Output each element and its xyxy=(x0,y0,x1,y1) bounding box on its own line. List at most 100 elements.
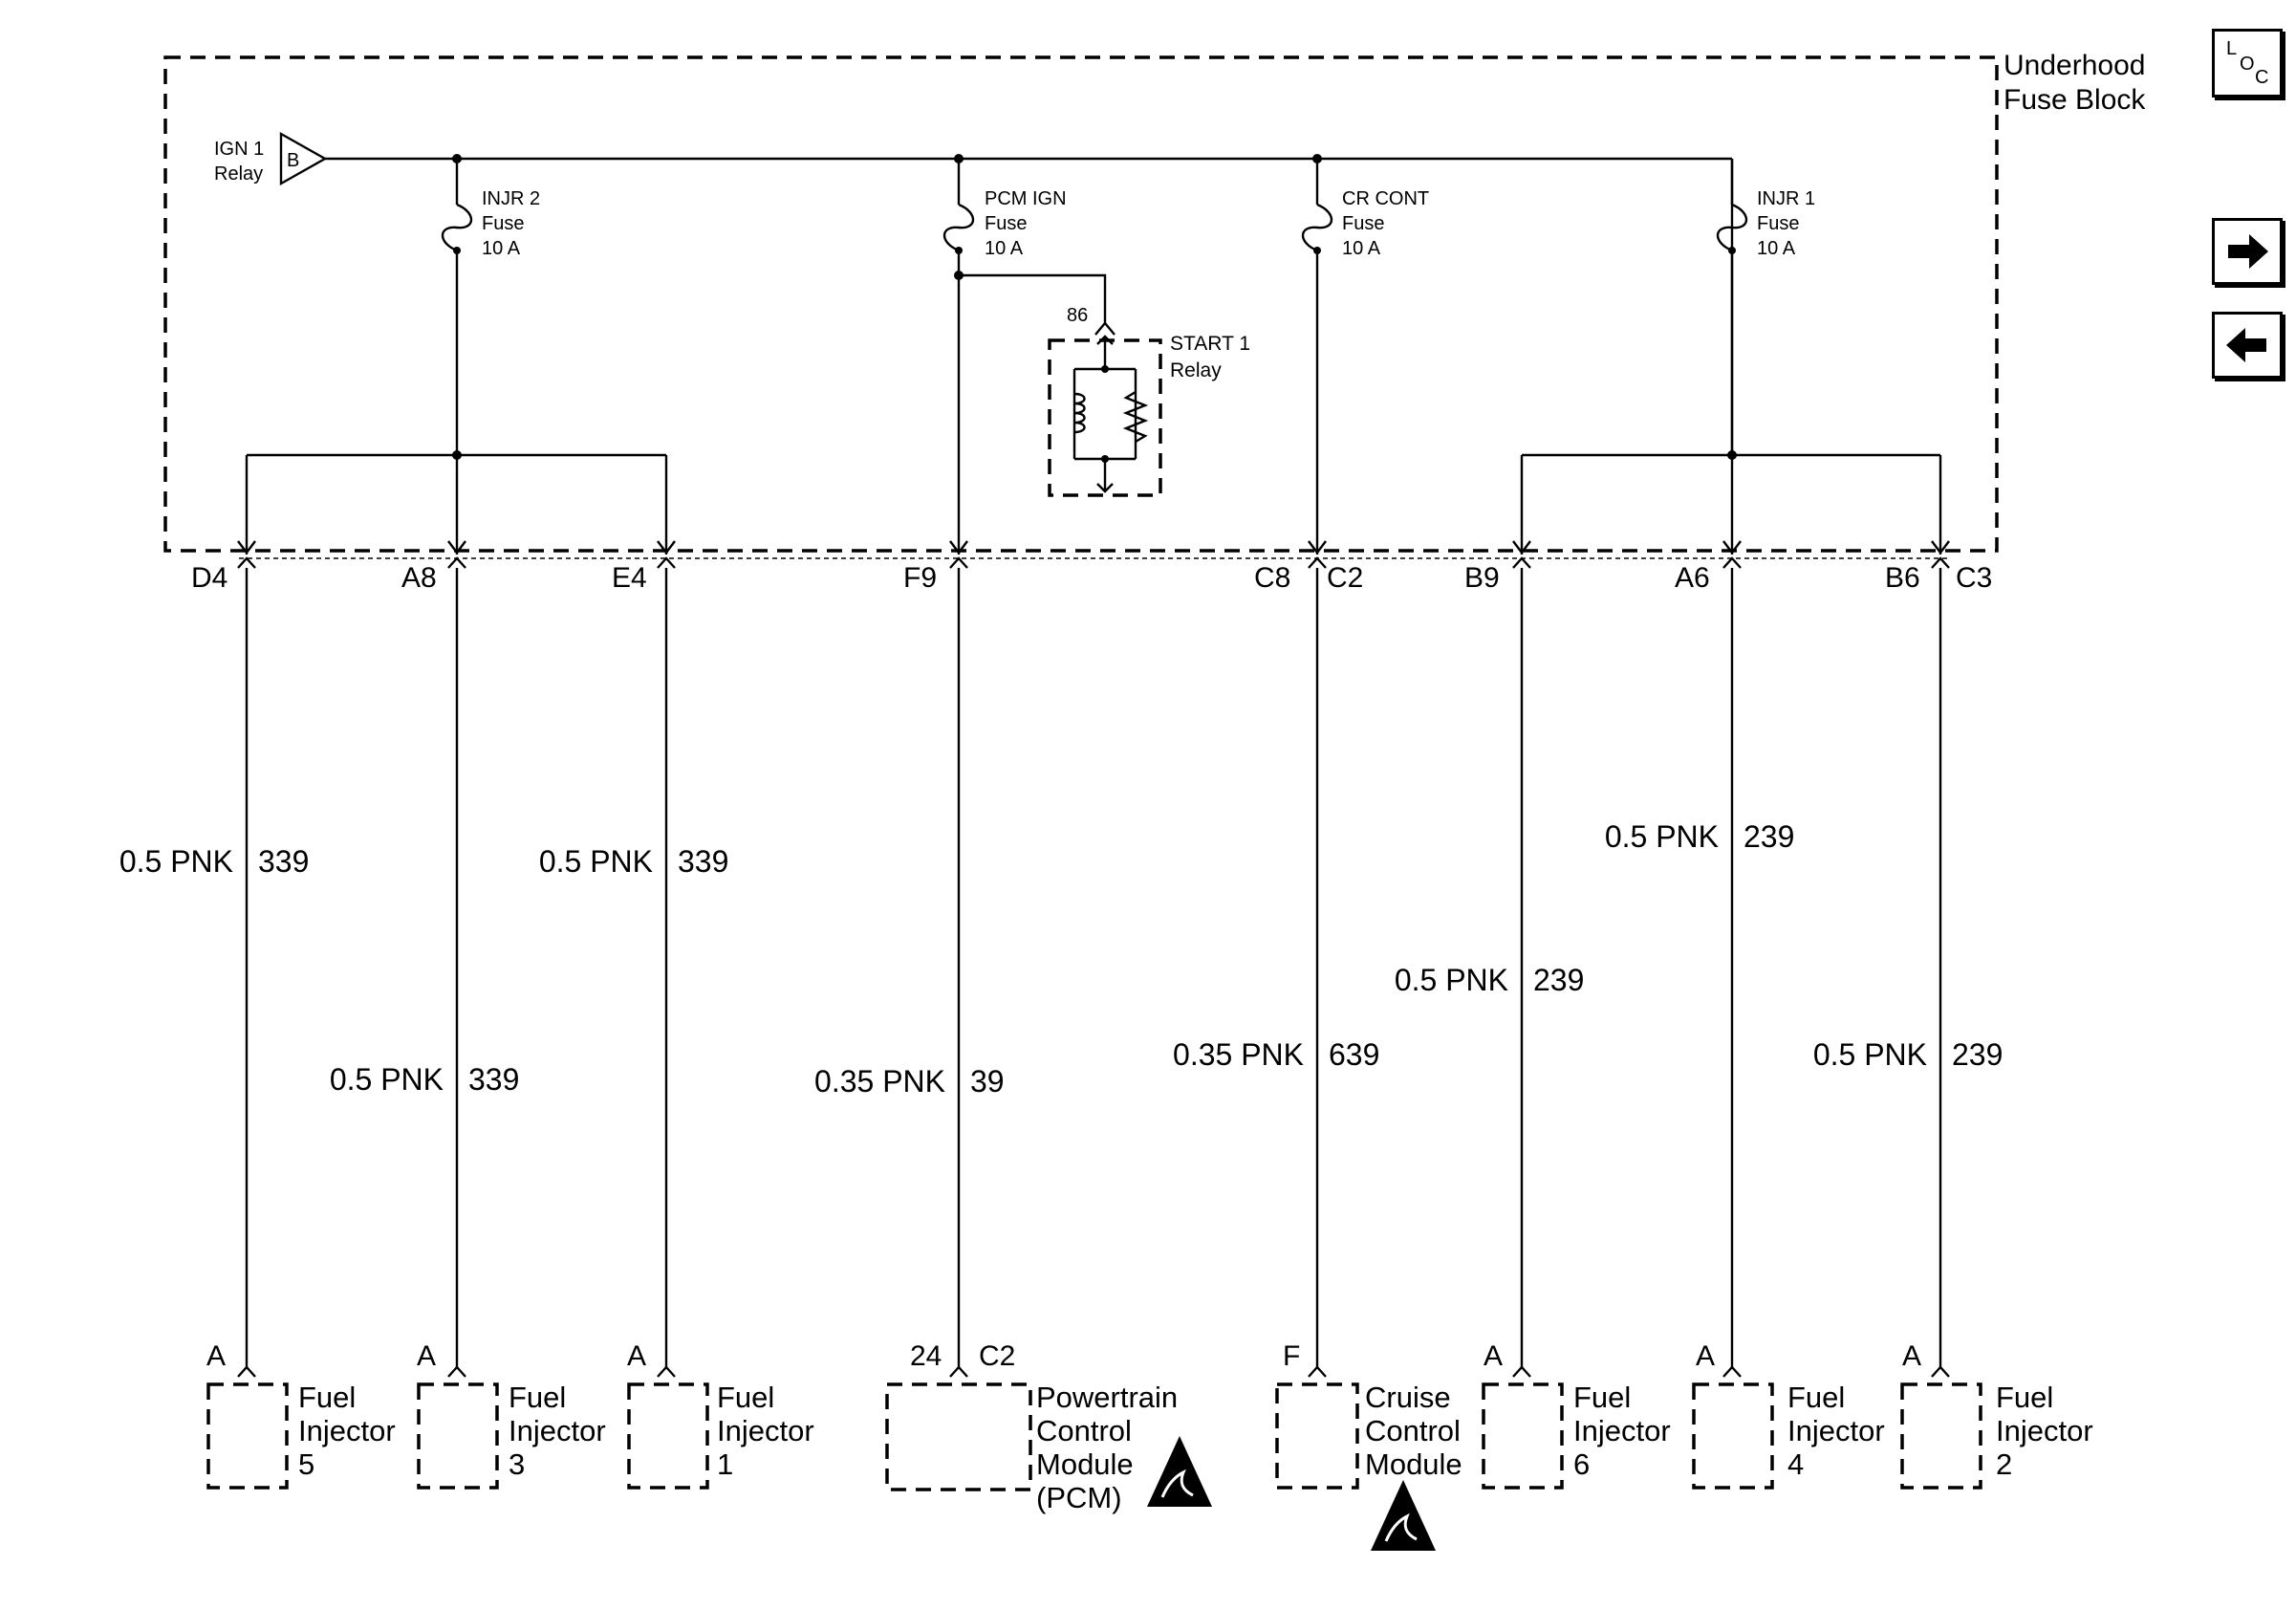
wire-circuit: 339 xyxy=(258,844,309,879)
fuel-injector-6: A Fuel Injector 6 xyxy=(1482,1340,1671,1490)
wire-gauge-color: 0.5 PNK xyxy=(330,1062,444,1097)
component-label-3: 6 xyxy=(1573,1447,1590,1481)
fuse-rating: 10 A xyxy=(985,238,1024,259)
fuse-type: Fuse xyxy=(1342,213,1384,234)
fuse-type: Fuse xyxy=(1757,213,1799,234)
ign1-relay-label-1: IGN 1 xyxy=(214,139,264,160)
fuse-name: CR CONT xyxy=(1342,188,1429,209)
component-label-3: Module xyxy=(1365,1447,1462,1481)
start1-relay-pin: 86 xyxy=(1067,305,1088,326)
component-pin: F xyxy=(1283,1340,1300,1372)
fuse-cr-cont: CR CONT Fuse 10 A xyxy=(1301,154,1429,555)
wire-gauge-color: 0.5 PNK xyxy=(1813,1037,1927,1072)
arrow-left-icon xyxy=(2226,328,2266,362)
previous-page-button[interactable] xyxy=(2212,312,2283,379)
component-box xyxy=(417,1382,499,1490)
component-label-3: 5 xyxy=(298,1447,314,1481)
loc-button[interactable]: L O C xyxy=(2212,29,2283,98)
relay-coil-icon xyxy=(1073,392,1086,434)
pin-label: B6 xyxy=(1885,562,1920,594)
component-label-4: (PCM) xyxy=(1036,1481,1122,1514)
component-label-3: 3 xyxy=(509,1447,525,1481)
fuel-injector-2: A Fuel Injector 2 xyxy=(1900,1340,2093,1490)
component-box xyxy=(1900,1382,1982,1490)
pin-label: C8 xyxy=(1254,562,1290,594)
svg-text:C: C xyxy=(2255,67,2268,88)
component-label-2: Injector xyxy=(1787,1414,1885,1447)
fuse-name: INJR 2 xyxy=(482,188,540,209)
cruise-control-module: F Cruise Control Module xyxy=(1275,1340,1462,1551)
fuse-rating: 10 A xyxy=(1342,238,1381,259)
harness-wires xyxy=(245,568,1942,1367)
connector-label: C2 xyxy=(1327,562,1363,594)
fuse-icon xyxy=(942,203,975,252)
svg-text:L: L xyxy=(2226,38,2237,59)
fuse-name: PCM IGN xyxy=(985,188,1067,209)
component-label-3: 4 xyxy=(1787,1447,1804,1481)
component-connector-arrows xyxy=(237,1365,1950,1378)
component-label-1: Cruise xyxy=(1365,1381,1451,1414)
wire-circuit: 339 xyxy=(468,1062,519,1097)
component-label-1: Fuel xyxy=(1787,1381,1845,1414)
start1-relay: 86 START 1 Relay xyxy=(954,271,1250,497)
ign1-relay-terminal: B xyxy=(287,150,299,171)
svg-text:O: O xyxy=(2240,54,2255,75)
fuse-block-title-2: Fuse Block xyxy=(2004,84,2146,116)
component-label-2: Control xyxy=(1036,1414,1132,1447)
wire-gauge-color: 0.5 PNK xyxy=(1605,819,1719,854)
component-label-2: Injector xyxy=(298,1414,396,1447)
component-label-2: Injector xyxy=(717,1414,814,1447)
component-pin: A xyxy=(417,1340,436,1372)
fuse-rating: 10 A xyxy=(1757,238,1796,259)
fuse-pcm-ign: PCM IGN Fuse 10 A xyxy=(942,154,1067,555)
wire-gauge-color: 0.5 PNK xyxy=(539,844,653,879)
component-pin: A xyxy=(1902,1340,1921,1372)
component-box xyxy=(627,1382,709,1490)
wire-circuit: 239 xyxy=(1952,1037,2003,1072)
start1-relay-label-1: START 1 xyxy=(1170,333,1250,355)
loc-icon: L O C xyxy=(2226,38,2268,88)
component-pin: A xyxy=(1696,1340,1715,1372)
wire-circuit: 39 xyxy=(970,1064,1005,1099)
pcm-module: 24 C2 Powertrain Control Module (PCM) xyxy=(885,1340,1212,1514)
component-label-3: Module xyxy=(1036,1447,1134,1481)
fuse-name: INJR 1 xyxy=(1757,188,1815,209)
component-box xyxy=(1275,1382,1359,1490)
component-label-1: Fuel xyxy=(1573,1381,1631,1414)
wire-gauge-color: 0.35 PNK xyxy=(1173,1037,1304,1072)
wire-circuit: 239 xyxy=(1744,819,1794,854)
fuel-injector-1: A Fuel Injector 1 xyxy=(627,1340,814,1490)
component-pin: A xyxy=(206,1340,226,1372)
component-label-1: Fuel xyxy=(298,1381,356,1414)
splice-injr2 xyxy=(245,450,668,555)
pin-label: D4 xyxy=(191,562,227,594)
component-box xyxy=(885,1382,1032,1491)
component-label-1: Fuel xyxy=(1996,1381,2053,1414)
component-label-1: Fuel xyxy=(717,1381,774,1414)
fuel-injector-5: A Fuel Injector 5 xyxy=(206,1340,396,1490)
next-page-button[interactable] xyxy=(2212,218,2283,285)
wire-circuit: 339 xyxy=(678,844,728,879)
wire-gauge-color: 0.5 PNK xyxy=(1395,963,1508,997)
fuse-icon xyxy=(441,203,473,252)
fuse-icon xyxy=(1301,203,1333,252)
pin-label: B9 xyxy=(1464,562,1500,594)
component-label-3: 2 xyxy=(1996,1447,2012,1481)
fuse-rating: 10 A xyxy=(482,238,521,259)
pin-label: A6 xyxy=(1675,562,1710,594)
splice-injr1 xyxy=(1520,159,1942,555)
wire-gauge-color: 0.35 PNK xyxy=(814,1064,945,1099)
arrow-right-icon xyxy=(2228,234,2268,269)
pin-label: A8 xyxy=(401,562,437,594)
component-label-2: Control xyxy=(1365,1414,1461,1447)
connector-arrows xyxy=(237,540,1950,569)
fuse-block-title-1: Underhood xyxy=(2004,50,2145,81)
component-label-2: Injector xyxy=(509,1414,606,1447)
pin-label: E4 xyxy=(612,562,647,594)
component-box xyxy=(206,1382,289,1490)
fuse-injr2: INJR 2 Fuse 10 A xyxy=(441,154,540,451)
component-label-1: Powertrain xyxy=(1036,1381,1178,1414)
relay-resistor-icon xyxy=(1122,390,1149,444)
component-pin: A xyxy=(1484,1340,1503,1372)
